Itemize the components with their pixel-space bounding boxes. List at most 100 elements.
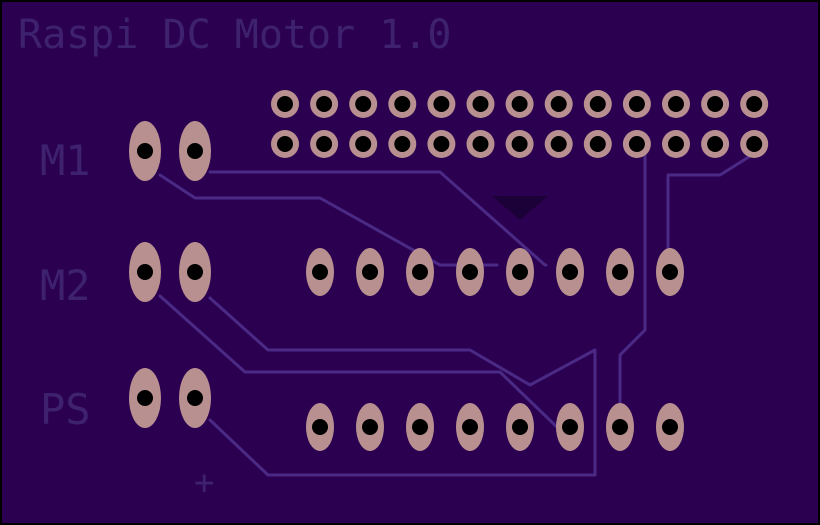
drill-hole — [312, 419, 328, 435]
header-pad-top-1 — [271, 90, 299, 118]
drill-hole — [137, 390, 153, 406]
header-pad-bottom-7 — [505, 130, 534, 158]
pads — [129, 90, 769, 451]
drill-hole — [511, 96, 528, 112]
ic-pad-bottom-2 — [356, 403, 384, 451]
terminal-pad-ps-1 — [129, 368, 161, 428]
drill-hole — [550, 136, 567, 152]
drill-hole — [628, 96, 645, 112]
drill-hole — [433, 136, 450, 152]
drill-hole — [277, 136, 293, 152]
ic-pad-bottom-4 — [456, 403, 484, 451]
header-pad-top-8 — [544, 90, 573, 118]
header-pad-top-6 — [466, 90, 495, 118]
header-pad-bottom-1 — [271, 130, 299, 158]
drill-hole — [562, 264, 578, 280]
ic-pad-bottom-1 — [306, 403, 334, 451]
header-pad-bottom-6 — [466, 130, 495, 158]
header-pad-top-3 — [349, 90, 378, 118]
header-pad-top-10 — [622, 90, 651, 118]
header-pad-bottom-13 — [740, 130, 769, 158]
trace-6 — [666, 153, 754, 267]
drill-hole — [312, 264, 328, 280]
ic-pad-bottom-6 — [556, 403, 584, 451]
drill-hole — [668, 96, 684, 112]
header-pad-top-4 — [388, 90, 417, 118]
drill-hole — [316, 136, 333, 152]
drill-hole — [707, 136, 724, 152]
drill-hole — [628, 136, 645, 152]
drill-hole — [472, 96, 489, 112]
pin1-triangle-marker — [492, 196, 548, 220]
drill-hole — [187, 264, 203, 280]
header-pad-top-7 — [505, 90, 534, 118]
trace-5 — [618, 153, 647, 432]
drill-hole — [187, 390, 203, 406]
drill-hole — [394, 96, 411, 112]
label-m2: M2 — [40, 261, 91, 310]
terminal-pad-m1-1 — [129, 121, 161, 181]
ic-pad-top-4 — [456, 248, 484, 296]
terminal-pad-m2-2 — [179, 242, 211, 302]
header-pad-top-2 — [310, 90, 339, 118]
header-pad-bottom-3 — [349, 130, 378, 158]
ic-pad-top-1 — [306, 248, 334, 296]
trace-2 — [208, 170, 548, 267]
drill-hole — [394, 136, 411, 152]
ic-pad-top-5 — [506, 248, 534, 296]
ic-pad-top-7 — [606, 248, 634, 296]
drill-hole — [277, 96, 293, 112]
header-pad-bottom-10 — [622, 130, 651, 158]
drill-hole — [355, 96, 372, 112]
drill-hole — [316, 96, 333, 112]
drill-hole — [433, 96, 450, 112]
drill-hole — [472, 136, 489, 152]
label-plus: + — [194, 463, 214, 503]
drill-hole — [612, 419, 628, 435]
header-pad-bottom-8 — [544, 130, 573, 158]
drill-hole — [462, 419, 478, 435]
terminal-pad-ps-2 — [179, 368, 211, 428]
drill-hole — [137, 143, 153, 159]
ic-pad-top-8 — [656, 248, 684, 296]
drill-hole — [562, 419, 578, 435]
drill-hole — [589, 136, 606, 152]
header-pad-bottom-5 — [427, 130, 456, 158]
drill-hole — [362, 419, 378, 435]
header-pad-top-13 — [740, 90, 769, 118]
drill-hole — [746, 136, 763, 152]
header-pad-top-5 — [427, 90, 456, 118]
header-pad-bottom-11 — [662, 130, 690, 158]
drill-hole — [511, 136, 528, 152]
drill-hole — [668, 136, 684, 152]
drill-hole — [512, 264, 528, 280]
silkscreen-labels: Raspi DC Motor 1.0 M1 M2 PS + — [18, 12, 451, 503]
drill-hole — [589, 96, 606, 112]
drill-hole — [662, 419, 678, 435]
label-m1: M1 — [40, 136, 91, 185]
drill-hole — [355, 136, 372, 152]
drill-hole — [707, 96, 724, 112]
drill-hole — [362, 264, 378, 280]
header-pad-top-9 — [583, 90, 612, 118]
drill-hole — [412, 264, 428, 280]
drill-hole — [412, 419, 428, 435]
label-ps: PS — [40, 385, 91, 434]
drill-hole — [550, 96, 567, 112]
header-pad-top-11 — [662, 90, 690, 118]
drill-hole — [662, 264, 678, 280]
ic-pad-bottom-3 — [406, 403, 434, 451]
trace-4 — [208, 296, 597, 477]
header-pad-bottom-9 — [583, 130, 612, 158]
ic-pad-bottom-7 — [606, 403, 634, 451]
header-pad-bottom-12 — [701, 130, 730, 158]
drill-hole — [462, 264, 478, 280]
drill-hole — [746, 96, 763, 112]
header-pad-bottom-4 — [388, 130, 417, 158]
drill-hole — [612, 264, 628, 280]
ic-pad-bottom-5 — [506, 403, 534, 451]
drill-hole — [187, 143, 203, 159]
drill-hole — [137, 264, 153, 280]
